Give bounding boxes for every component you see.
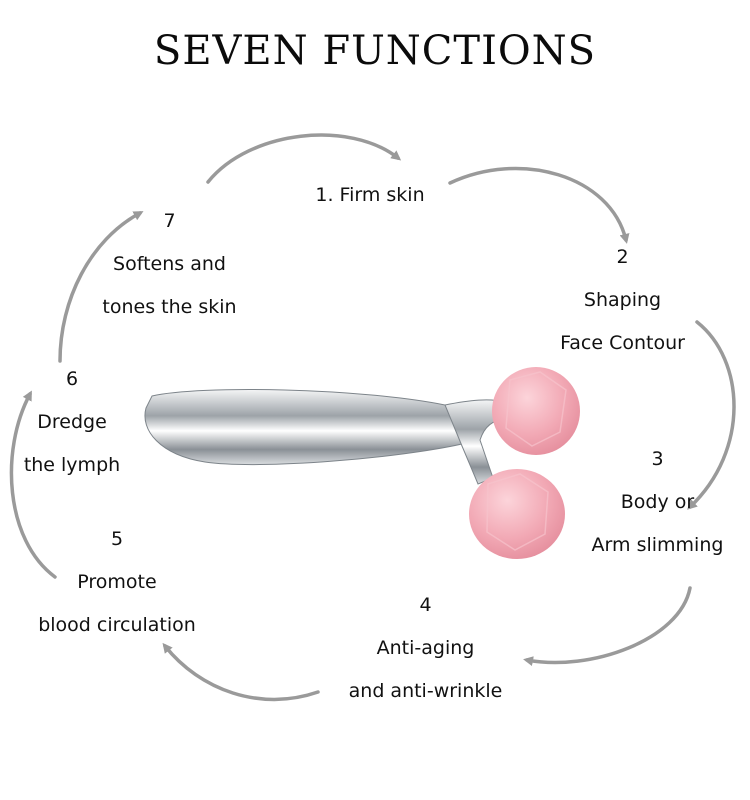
function-3-number: 3 <box>651 448 664 470</box>
arrow-5-to-6 <box>9 390 57 579</box>
arrow-6-to-7 <box>58 211 144 363</box>
function-3-line-2: Arm slimming <box>591 534 724 556</box>
function-2-line-1: Shaping <box>583 289 662 311</box>
arrow-4-to-5 <box>162 642 320 702</box>
function-5-label: 5 Promote blood circulation <box>22 518 212 647</box>
function-1-text: 1. Firm skin <box>315 184 425 206</box>
function-5-line-1: Promote <box>77 571 157 593</box>
function-2-number: 2 <box>616 246 629 268</box>
page-title: SEVEN FUNCTIONS <box>153 28 597 74</box>
arrow-3-to-4 <box>523 586 692 667</box>
function-6-label: 6 Dredge the lymph <box>12 358 132 487</box>
function-4-label: 4 Anti-aging and anti-wrinkle <box>328 584 523 713</box>
function-2-label: 2 Shaping Face Contour <box>545 236 700 365</box>
roller-handle <box>144 389 470 466</box>
function-4-line-2: and anti-wrinkle <box>348 680 503 702</box>
arrow-1-to-2 <box>448 166 630 244</box>
function-7-number: 7 <box>163 210 176 232</box>
function-6-line-1: Dredge <box>37 411 107 433</box>
function-2-line-2: Face Contour <box>560 332 685 354</box>
function-7-line-1: Softens and <box>113 253 226 275</box>
roller-ball-top <box>492 367 580 455</box>
function-4-number: 4 <box>419 594 432 616</box>
function-5-number: 5 <box>110 528 124 550</box>
function-1-label: 1. Firm skin <box>300 174 440 217</box>
function-4-line-1: Anti-aging <box>376 637 475 659</box>
function-6-line-2: the lymph <box>23 454 121 476</box>
function-7-line-2: tones the skin <box>102 296 237 318</box>
function-5-line-2: blood circulation <box>38 614 196 636</box>
function-6-number: 6 <box>65 368 79 390</box>
function-7-label: 7 Softens and tones the skin <box>92 200 247 329</box>
function-3-line-1: Body or <box>620 491 695 513</box>
arrow-2-to-3 <box>687 320 736 510</box>
roller-ball-bottom <box>469 469 565 559</box>
function-3-label: 3 Body or Arm slimming <box>580 438 735 567</box>
arrow-7-to-1 <box>206 133 402 184</box>
